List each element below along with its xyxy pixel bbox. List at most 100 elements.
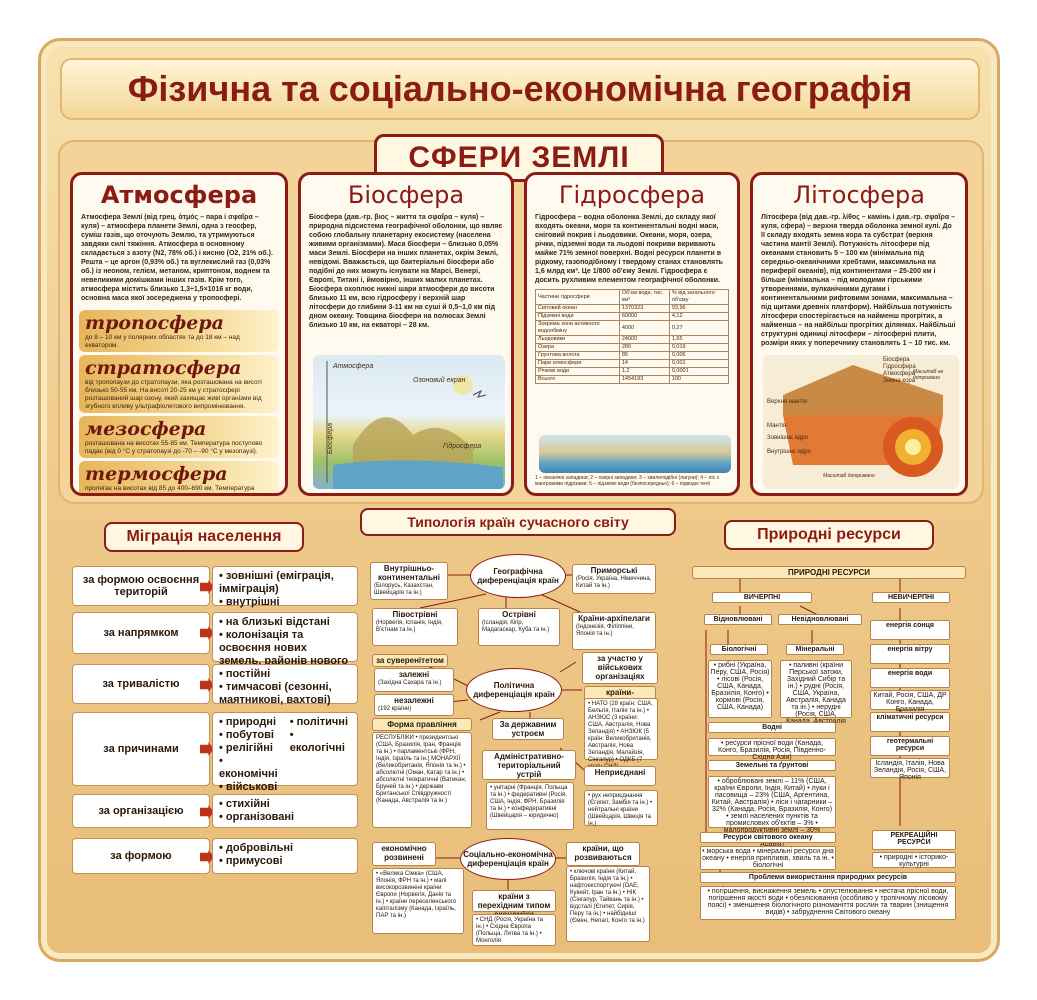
table-cell: 1,65	[668, 335, 730, 344]
arrow-icon	[200, 805, 214, 819]
mineral-list: • паливні (країни Перської затоки, Захід…	[780, 660, 852, 732]
scale-note: Масштаб дотримано	[823, 473, 875, 479]
land-resources: Земельні та ґрунтові	[708, 760, 836, 771]
box-title: за участю у військових організаціях	[595, 654, 645, 681]
arrow-icon	[200, 742, 214, 756]
peninsular-countries: Півострівні(Норвегія, Іспанія, Індія, В'…	[372, 608, 458, 646]
litho-label: Внутрішнє ядро	[767, 449, 812, 455]
table-cell: Світовий океан	[535, 304, 620, 313]
layer-name: тропосфера	[85, 312, 224, 334]
problems-header: Проблеми використання природних ресурсів	[700, 872, 956, 883]
gov-form-list: РЕСПУБЛІКИ • президентські (США, Бразилі…	[372, 732, 472, 828]
sovereignty-header: за суверенітетом	[372, 654, 448, 667]
arrow-icon	[200, 580, 214, 594]
table-cell: Всього	[535, 375, 620, 384]
layer-desc: розташована на висотах 55-85 км. Темпера…	[85, 440, 263, 455]
migration-values: • стихійні• організовані	[212, 794, 358, 828]
migration-label: за формою	[72, 838, 210, 874]
table-head-cell: Частини гідросфери	[535, 289, 620, 305]
migration-values: • постійні• тимчасові (сезонні, маятнико…	[212, 664, 358, 706]
table-cell: 1,2	[618, 367, 670, 376]
biosphere-drawing	[326, 361, 503, 489]
migration-item: • внутрішні	[219, 596, 280, 608]
table-cell: Річкові води	[535, 367, 620, 376]
table-cell: 24000	[618, 335, 670, 344]
developing-header: країни, що розвиваються	[566, 842, 640, 866]
hydrosphere-title: Гідросфера	[558, 181, 706, 209]
litho-label: Гідросфера	[883, 364, 916, 370]
wind-energy: енергія вітру	[870, 644, 950, 664]
migration-values: • зовнішні (еміграція, імміграція)• внут…	[212, 566, 358, 608]
migration-values: • на близькі відстані• колонізація та ос…	[212, 612, 358, 680]
ocean-resources-list: • морська вода • мінеральні ресурси дна …	[700, 846, 836, 870]
migration-label: за організацією	[72, 794, 210, 828]
table-cell: Льодовики	[535, 335, 620, 344]
island-countries: Острівні(Ісландія, Кіпр, Мадагаскар, Куб…	[478, 608, 560, 646]
migration-item: • тимчасові (сезонні, маятникові, вахтов…	[219, 681, 332, 706]
table-cell: 280	[618, 343, 670, 352]
migration-item: • природні	[219, 716, 277, 728]
admin-structure: Адміністративно-територіальний устрій	[482, 750, 576, 780]
migration-label: за формою освоєння територій	[72, 566, 210, 606]
migration-item: • релігійні	[219, 742, 273, 754]
table-cell: Озера	[535, 343, 620, 352]
box-desc: (Норвегія, Іспанія, Індія, В'єтнам та ін…	[376, 620, 443, 633]
migration-title: Міграція населення	[104, 522, 304, 552]
table-cell: 0,006	[668, 351, 730, 360]
arrow-icon	[200, 626, 214, 640]
inner-countries: Внутрішньо-континентальні(Білорусь, Каза…	[370, 562, 448, 600]
box-title: залежні	[398, 670, 430, 679]
layer-name: термосфера	[85, 463, 228, 485]
water-energy-list: Китай, Росія, США, ДР Конго, Канада, Бра…	[870, 690, 950, 713]
exhaustible: ВИЧЕРПНІ	[712, 592, 812, 603]
ocean-resources: Ресурси світового океану	[700, 832, 836, 843]
nonaligned-list: • рух неприєднання (Єгипет, Замбія та ін…	[584, 790, 658, 827]
box-title: Внутрішньо-континентальні	[378, 564, 440, 582]
lithosphere-title: Літосфера	[793, 181, 925, 209]
box-desc: (Західна Сахара та ін.)	[378, 680, 442, 686]
litho-label: Земна кора	[883, 378, 916, 384]
box-title: Адміністративно-територіальний устрій	[494, 752, 564, 779]
box-desc: (Індонезія, Філіппіни, Японія та ін.)	[576, 624, 634, 637]
litho-label: Верхня мантія	[767, 399, 807, 405]
migration-item: • військові	[219, 781, 278, 793]
earth-layers-drawing	[783, 365, 943, 477]
geothermal-list: Ісландія, Італія, Нова Зеландія, Росія, …	[870, 758, 950, 781]
litho-label: Мантія	[767, 423, 787, 429]
ozone-label: Озоновий екран	[413, 377, 466, 384]
resources-head: ПРИРОДНІ РЕСУРСИ	[692, 566, 966, 579]
biological-list: • рибні (Україна, Перу, США, Росія) • лі…	[708, 660, 772, 718]
box-title: Острівні	[502, 610, 536, 619]
migration-label: за причинами	[72, 712, 210, 786]
migration-item: • примусові	[219, 855, 283, 867]
table-head-cell: Об'єм води, тис. км³	[618, 289, 670, 305]
hydrosphere-illustration	[539, 435, 731, 473]
migration-col: • природні• побутові• релігійні• економі…	[219, 716, 284, 793]
migration-item: • економічні	[219, 755, 278, 780]
atmosphere-title: Атмосфера	[100, 181, 258, 209]
geothermal-resources: геотермальні ресурси	[870, 736, 950, 756]
box-title: незалежні	[394, 696, 434, 705]
migration-label: за тривалістю	[72, 664, 210, 704]
box-title: Країни-архіпелаги	[578, 614, 650, 623]
mineral: Мінеральні	[786, 644, 844, 655]
migration-item: • добровільні	[219, 842, 294, 854]
political-diff-oval: Політична диференціація країн	[466, 668, 562, 712]
table-cell: 0,001	[668, 359, 730, 368]
box-desc: (192 країни)	[378, 706, 412, 712]
box-desc: (Ісландія, Кіпр, Мадагаскар, Куба та ін.…	[482, 620, 550, 633]
table-cell: 1454193	[618, 375, 670, 384]
land-resources-list: • оброблювані землі – 11% (США, країни Є…	[708, 776, 836, 848]
table-cell: 4,12	[668, 312, 730, 321]
biological: Біологічні	[710, 644, 768, 655]
